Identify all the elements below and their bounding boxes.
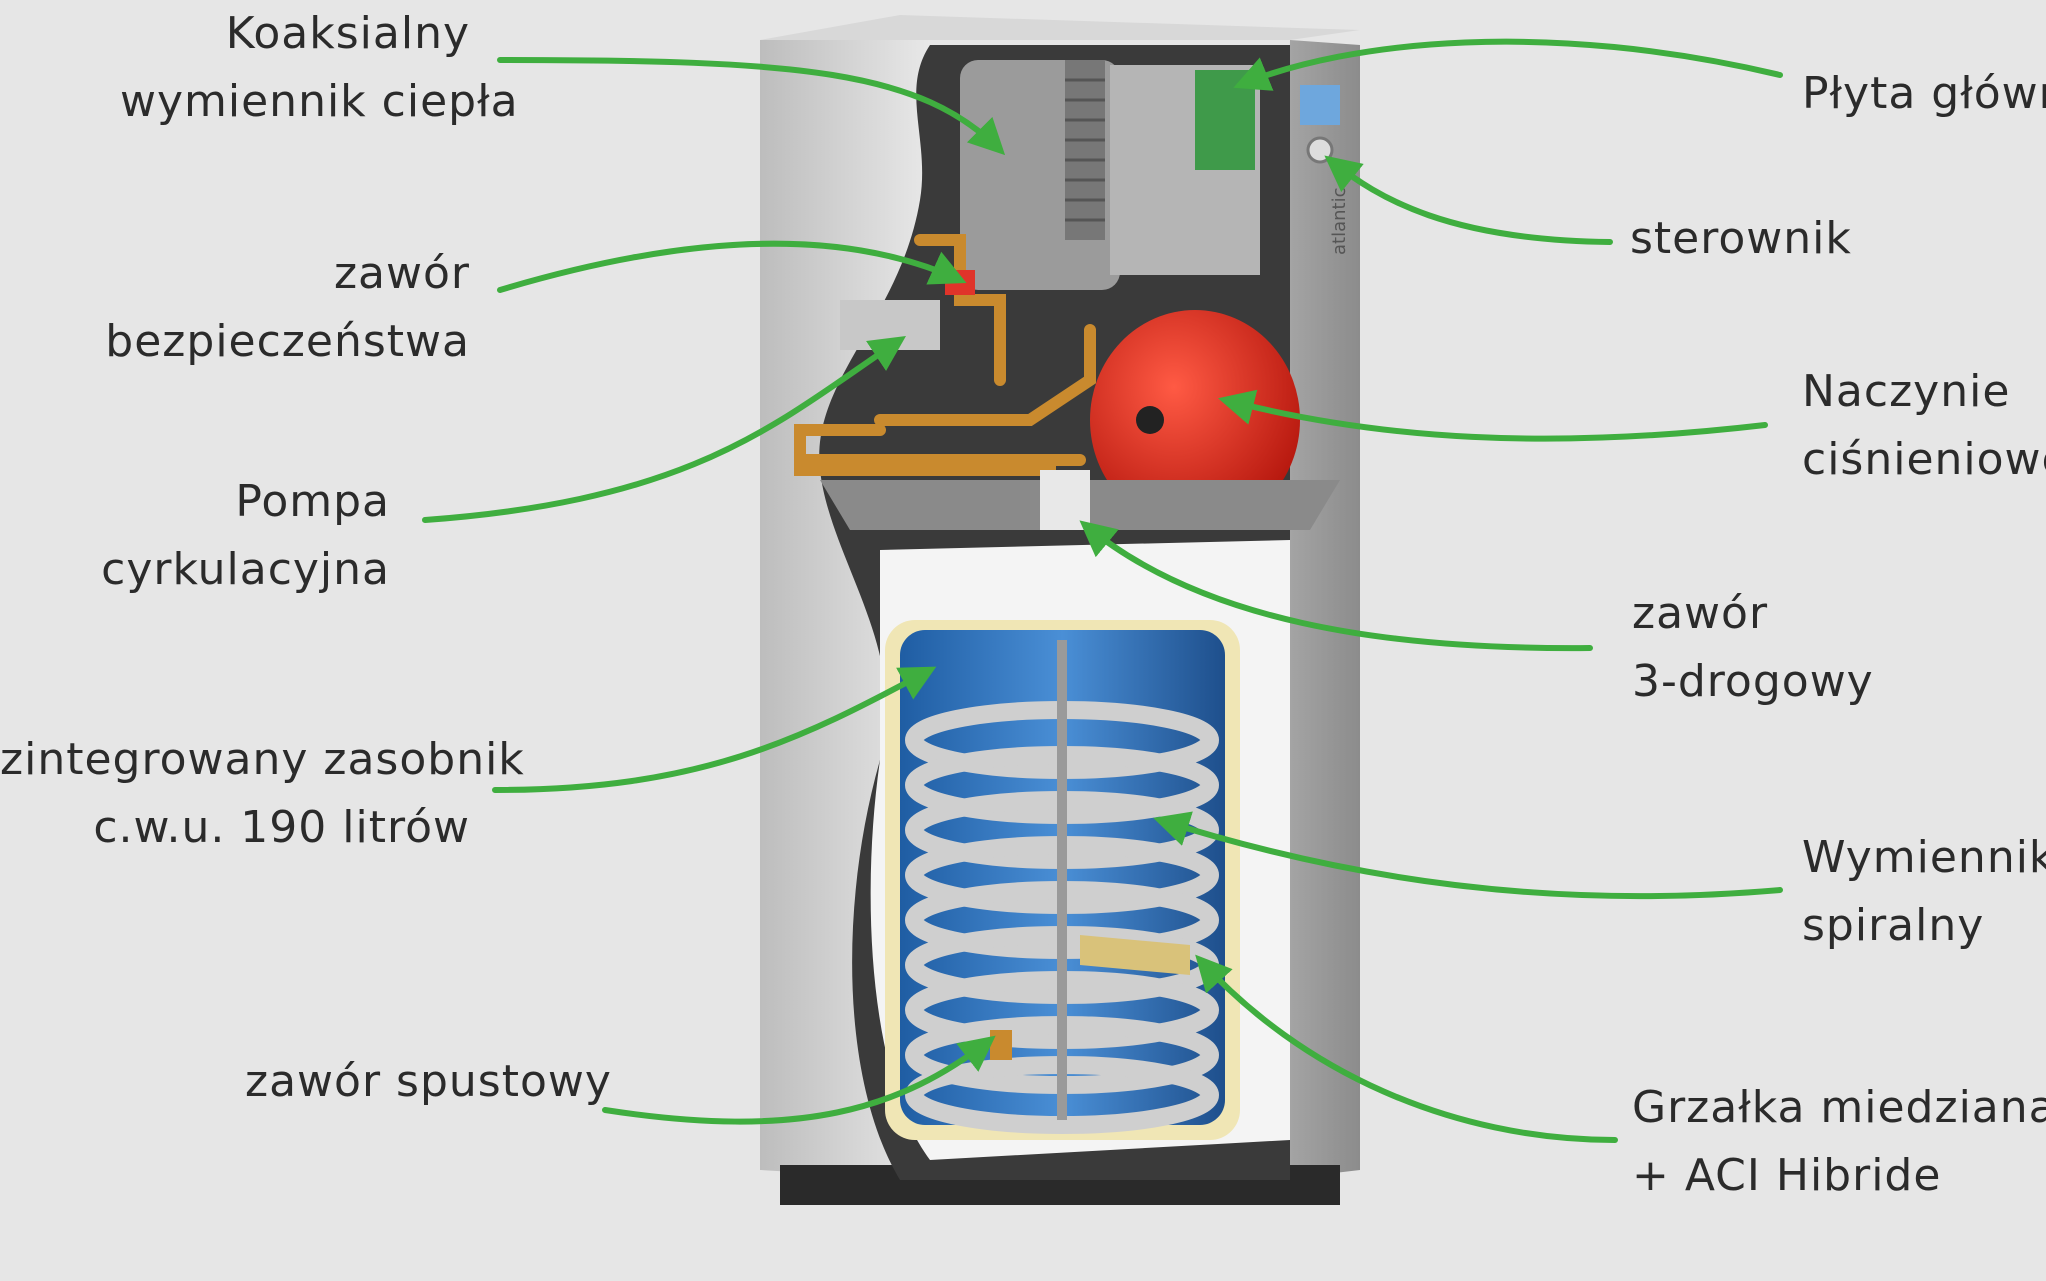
three-way-valve-body: [1040, 470, 1090, 530]
arrow-pump: [422, 336, 906, 523]
arrow-mainboard: [1233, 38, 1783, 91]
label-coaxial-exchanger-line2: wymiennik ciepła: [120, 76, 519, 127]
label-pressure-vessel-line1: Naczynie: [1802, 366, 2011, 417]
label-safety-valve: zawór bezpieczeństwa: [100, 240, 470, 376]
label-integrated-tank-line2: c.w.u. 190 litrów: [93, 802, 470, 853]
label-controller: sterownik: [1630, 205, 1852, 273]
label-integrated-tank: zintegrowany zasobnik c.w.u. 190 litrów: [0, 726, 525, 862]
arrow-safety: [497, 240, 967, 293]
arrow-drain: [602, 1035, 996, 1125]
arrow-coax: [497, 57, 1006, 156]
label-pressure-vessel-line2: ciśnieniowe: [1802, 434, 2046, 485]
label-coaxial-exchanger-line1: Koaksialny: [225, 8, 470, 59]
label-drain-valve-line1: zawór spustowy: [245, 1056, 612, 1107]
label-circulation-pump: Pompa cyrkulacyjna: [100, 468, 390, 604]
label-safety-valve-line1: zawór: [333, 248, 470, 299]
coil-rings: [1065, 78, 1105, 222]
copper-heater: [1080, 935, 1190, 975]
brand-text: atlantic: [1329, 188, 1350, 255]
tank: [870, 540, 1290, 1160]
label-copper-heater-line1: Grzałka miedziana: [1632, 1082, 2046, 1133]
label-spiral-exchanger-line1: Wymiennik: [1802, 832, 2046, 883]
label-spiral-exchanger: Wymiennik spiralny: [1802, 824, 2046, 960]
arrow-3way: [1079, 520, 1593, 652]
casing-right-panel: [1275, 40, 1360, 1180]
display-panel: [1300, 85, 1340, 125]
label-spiral-exchanger-line2: spiralny: [1802, 900, 1985, 951]
label-integrated-tank-line1: zintegrowany zasobnik: [0, 734, 525, 785]
label-three-way-valve-line2: 3-drogowy: [1632, 656, 1874, 707]
label-safety-valve-line2: bezpieczeństwa: [105, 316, 470, 367]
arrow-vessel: [1218, 389, 1768, 442]
label-controller-line1: sterownik: [1630, 213, 1852, 264]
arrow-spiral: [1153, 811, 1783, 900]
arrow-tank: [492, 666, 937, 793]
callout-arrows: [422, 38, 1783, 1143]
label-main-board: Płyta główna: [1802, 60, 2046, 128]
label-three-way-valve-line1: zawór: [1632, 588, 1769, 639]
label-circulation-pump-line1: Pompa: [235, 476, 390, 527]
label-coaxial-exchanger: Koaksialny wymiennik ciepła: [120, 0, 519, 136]
label-pressure-vessel: Naczynie ciśnieniowe: [1802, 358, 2046, 494]
drain-valve-body: [990, 1030, 1012, 1060]
pump-body: [840, 300, 940, 350]
arrow-heater: [1195, 954, 1618, 1143]
label-drain-valve: zawór spustowy: [245, 1048, 612, 1116]
label-circulation-pump-line2: cyrkulacyjna: [101, 544, 390, 595]
pressure-vessel: [1090, 310, 1300, 530]
casing-top: [760, 15, 1360, 40]
arrow-controller: [1324, 155, 1613, 245]
pressure-vessel-port: [1136, 406, 1164, 434]
label-copper-heater-line2: + ACI Hibride: [1632, 1150, 1942, 1201]
label-main-board-line1: Płyta główna: [1802, 68, 2046, 119]
label-copper-heater: Grzałka miedziana + ACI Hibride: [1632, 1074, 2046, 1210]
label-three-way-valve: zawór 3-drogowy: [1632, 580, 1874, 716]
coil-column: [1065, 60, 1105, 240]
